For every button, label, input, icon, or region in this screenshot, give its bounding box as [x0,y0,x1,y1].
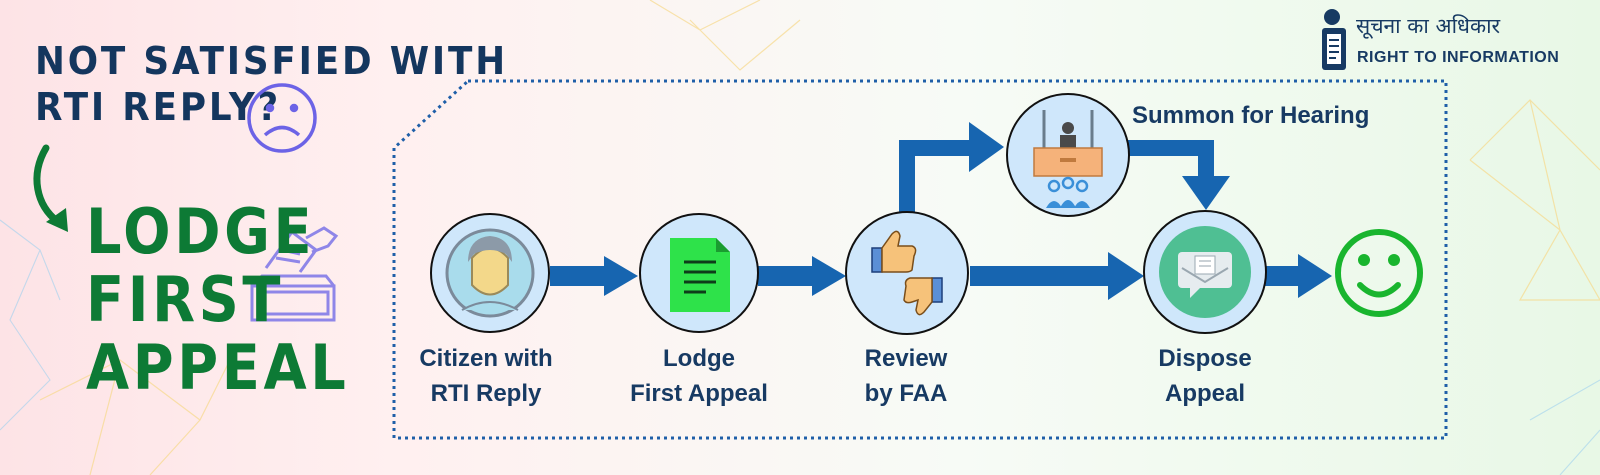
flow-arrows [550,122,1332,300]
step-dispose-line-1: Dispose [1158,345,1252,372]
arrow-review-to-dispose [970,252,1144,300]
arrow-summon-to-dispose [1128,140,1230,210]
cta-line-2: FIRST [86,263,285,336]
headline-line-2: RTI REPLY? [35,85,282,129]
step-review-line-1: Review [864,345,948,372]
hearing-icon [1033,110,1103,208]
step-dispose-label: Dispose Appeal [1105,341,1305,411]
arrow-review-to-summon [899,122,1004,212]
headline-line-1: NOT SATISFIED WITH [35,39,508,83]
step-review-label: Review by FAA [806,341,1006,411]
document-icon [670,238,730,312]
ballot-box-icon [250,226,339,322]
lodge-first-appeal-title: LODGE FIRST APPEAL [86,198,349,402]
cta-line-3: APPEAL [86,331,350,404]
step-lodge-label: Lodge First Appeal [599,341,799,411]
step-review-line-2: by FAA [864,380,948,407]
node-dispose [1143,210,1267,334]
arrow-citizen-to-lodge [550,256,638,296]
cta-line-1: LODGE [86,195,316,268]
step-lodge-line-1: Lodge [663,345,735,372]
step-citizen-label: Citizen with RTI Reply [386,341,586,411]
summon-label: Summon for Hearing [1132,102,1370,129]
headline: NOT SATISFIED WITH RTI REPLY? [35,38,508,130]
rti-logo-icon [1322,9,1346,70]
node-review [845,211,969,335]
node-citizen [430,213,550,333]
node-summon [1006,93,1130,217]
node-lodge [639,213,759,333]
step-lodge-line-2: First Appeal [630,380,768,407]
message-icon [1159,226,1251,318]
thumbs-up-down-icon [871,230,943,316]
brand-english: RIGHT TO INFORMATION [1357,49,1560,66]
step-citizen-line-1: Citizen with [419,345,553,372]
brand-hindi: सूचना का अधिकार [1356,14,1501,38]
arrow-dispose-to-outcome [1264,254,1332,298]
sad-face-icon [247,83,317,153]
citizen-icon [445,228,535,318]
curved-arrow-icon [33,144,68,232]
smiley-icon [1335,229,1423,317]
step-dispose-line-2: Appeal [1164,380,1245,407]
step-citizen-line-2: RTI Reply [430,380,542,407]
diagram-boundary [392,79,1448,440]
arrow-lodge-to-review [758,256,846,296]
